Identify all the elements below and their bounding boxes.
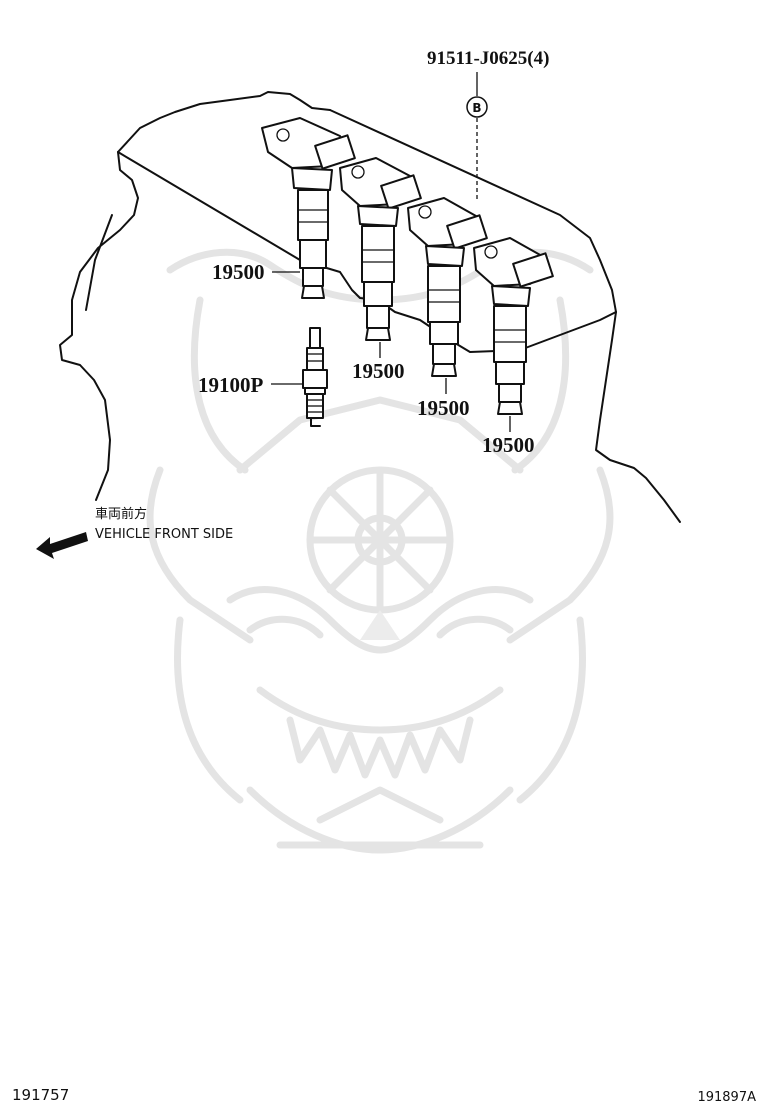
bolt-part-number: 91511-J0625(4): [427, 48, 549, 69]
direction-label-en: VEHICLE FRONT SIDE: [95, 527, 233, 542]
bolt-ref-circle: [466, 96, 488, 118]
coil-4-part-number: 19500: [482, 433, 535, 457]
bolt-ref-label: B: [472, 101, 481, 115]
coil-3-part-number: 19500: [417, 396, 470, 420]
spark-plug-part-number: 19100P: [198, 373, 264, 397]
ignition-coil-2: [339, 157, 422, 341]
spark-plug: [302, 327, 328, 427]
arrow-left-icon: [36, 532, 88, 559]
footer-right-code: 191897A: [697, 1090, 756, 1105]
leader-lines: [271, 72, 511, 432]
coil-1-part-number: 19500: [212, 260, 265, 284]
direction-label-jp: 車両前方: [95, 506, 147, 522]
samurai-helmet-watermark-icon: [146, 248, 614, 854]
ignition-coil-1: [261, 117, 356, 299]
ignition-coil-3: [407, 197, 488, 377]
footer-left-code: 191757: [12, 1086, 69, 1104]
ignition-coil-4: [473, 237, 554, 415]
coil-2-part-number: 19500: [352, 359, 405, 383]
